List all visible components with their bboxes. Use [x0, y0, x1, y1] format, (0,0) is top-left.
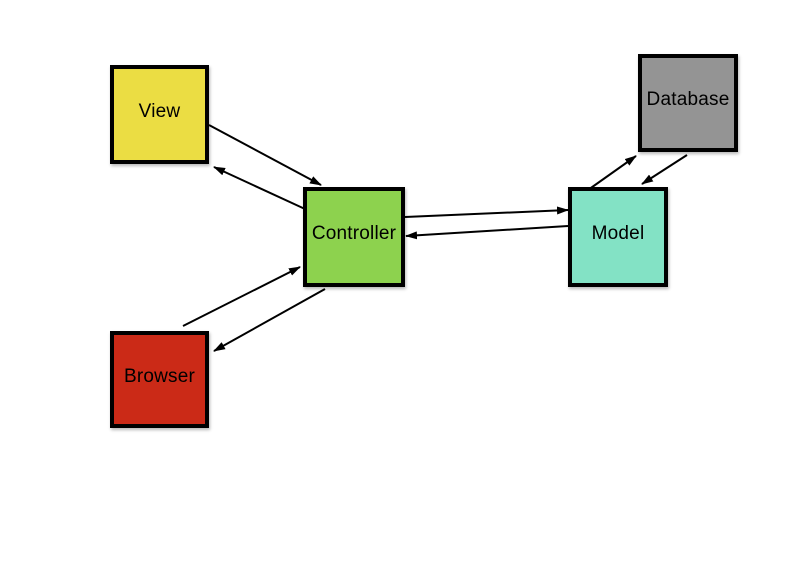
node-controller: Controller	[303, 187, 405, 287]
node-model-label: Model	[591, 223, 645, 244]
node-model: Model	[568, 187, 668, 287]
node-browser: Browser	[110, 331, 209, 428]
node-controller-label: Controller	[311, 223, 397, 244]
arrow-controller-to-view	[213, 166, 306, 210]
arrow-model-to-database	[587, 155, 637, 191]
arrow-database-to-model	[641, 154, 688, 185]
node-database-label: Database	[646, 89, 730, 110]
arrow-controller-to-model	[404, 206, 569, 218]
arrow-model-to-controller	[405, 225, 569, 240]
node-view: View	[110, 65, 209, 164]
node-browser-label: Browser	[123, 365, 196, 387]
arrow-browser-to-controller	[182, 266, 301, 327]
node-database: Database	[638, 54, 738, 152]
node-view-label: View	[138, 100, 181, 122]
arrow-view-to-controller	[208, 124, 322, 186]
arrow-controller-to-browser	[213, 288, 326, 352]
